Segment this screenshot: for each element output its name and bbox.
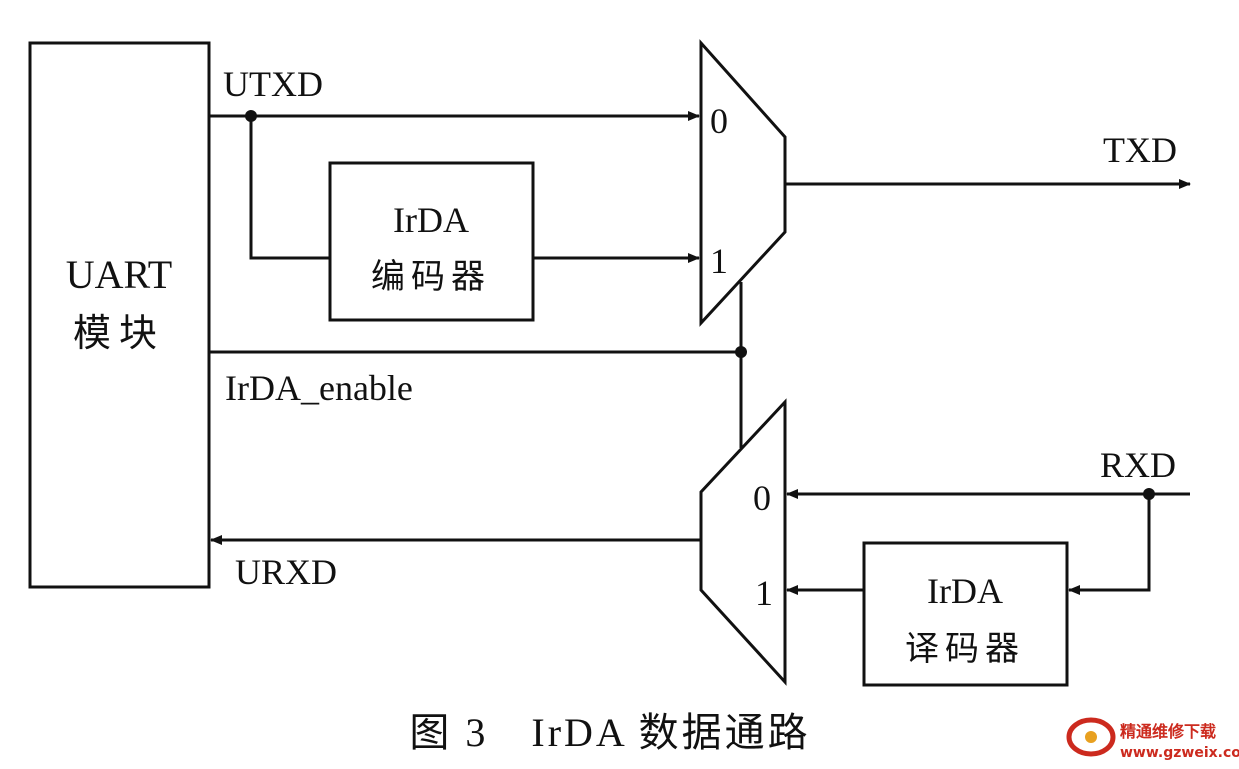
watermark-title: 精通维修下载 <box>1120 722 1216 741</box>
txd-label: TXD <box>1103 130 1177 170</box>
utxd-branch-wire <box>249 116 330 260</box>
watermark-url: www.gzweix.com <box>1120 745 1239 761</box>
uart-label: UART <box>66 252 172 297</box>
uart-module-label: 模块 <box>73 313 165 355</box>
rx-mux-input0-label: 0 <box>753 478 771 518</box>
utxd-label: UTXD <box>223 64 323 104</box>
irda-encoder-block <box>328 161 535 322</box>
rxd-branch-wire <box>1068 494 1151 595</box>
urxd-label: URXD <box>235 552 337 592</box>
utxd-junction-dot <box>245 110 257 122</box>
decoder-name-label: 译码器 <box>905 631 1025 668</box>
watermark-logo-icon <box>1066 717 1116 757</box>
figure-caption: 图 3 IrDA 数据通路 <box>409 710 810 755</box>
tx-multiplexer <box>699 39 787 327</box>
decoder-title-label: IrDA <box>927 571 1003 611</box>
tx-mux-input0-label: 0 <box>710 101 728 141</box>
tx-mux-input1-label: 1 <box>710 241 728 281</box>
uart-block <box>28 41 211 589</box>
irda-decoder-block <box>862 541 1069 687</box>
rxd-junction-dot <box>1143 488 1155 500</box>
rx-mux-input1-label: 1 <box>755 573 773 613</box>
encoder-name-label: 编码器 <box>371 258 491 296</box>
irda-enable-label: IrDA_enable <box>225 368 413 408</box>
encoder-title-label: IrDA <box>393 200 469 240</box>
rxd-label: RXD <box>1100 445 1176 485</box>
rx-multiplexer <box>699 398 787 686</box>
watermark: 精通维修下载 www.gzweix.com <box>1066 717 1239 761</box>
enable-junction-dot <box>735 346 747 358</box>
